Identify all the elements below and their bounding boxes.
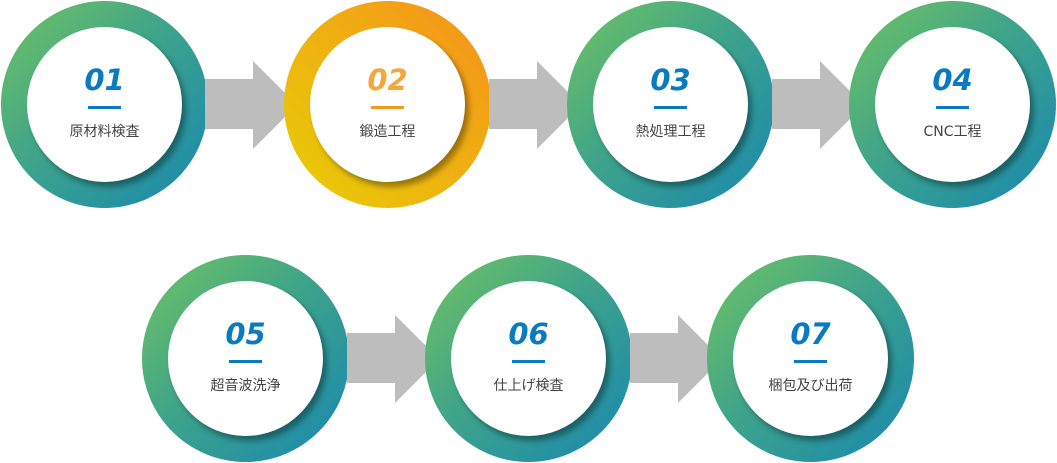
step-underline (512, 360, 545, 363)
step-underline (794, 360, 827, 363)
step-number: 05 (225, 317, 266, 351)
step-label: 鍛造工程 (359, 124, 416, 140)
step-label: 熱処理工程 (635, 124, 706, 140)
step-01: 01 原材料検査 (1, 1, 208, 208)
step-underline (229, 360, 262, 363)
step-label: 梱包及び出荷 (768, 378, 853, 394)
step-03: 03 熱処理工程 (567, 1, 774, 208)
step-underline (88, 106, 121, 109)
step-label: CNC工程 (923, 124, 982, 140)
step-number: 04 (932, 63, 973, 97)
step-07: 07 梱包及び出荷 (707, 255, 914, 462)
step-underline (936, 106, 969, 109)
step-label: 超音波洗浄 (210, 378, 281, 394)
step-underline (371, 106, 404, 109)
step-05: 05 超音波洗浄 (142, 255, 349, 462)
step-02: 02 鍛造工程 (284, 1, 491, 208)
step-number: 02 (367, 63, 408, 97)
step-label: 原材料検査 (69, 124, 140, 140)
step-number: 07 (790, 317, 831, 351)
step-number: 03 (650, 63, 691, 97)
step-number: 01 (84, 63, 125, 97)
step-label: 仕上げ検査 (493, 378, 564, 394)
step-number: 06 (508, 317, 549, 351)
step-06: 06 仕上げ検査 (425, 255, 632, 462)
step-underline (654, 106, 687, 109)
